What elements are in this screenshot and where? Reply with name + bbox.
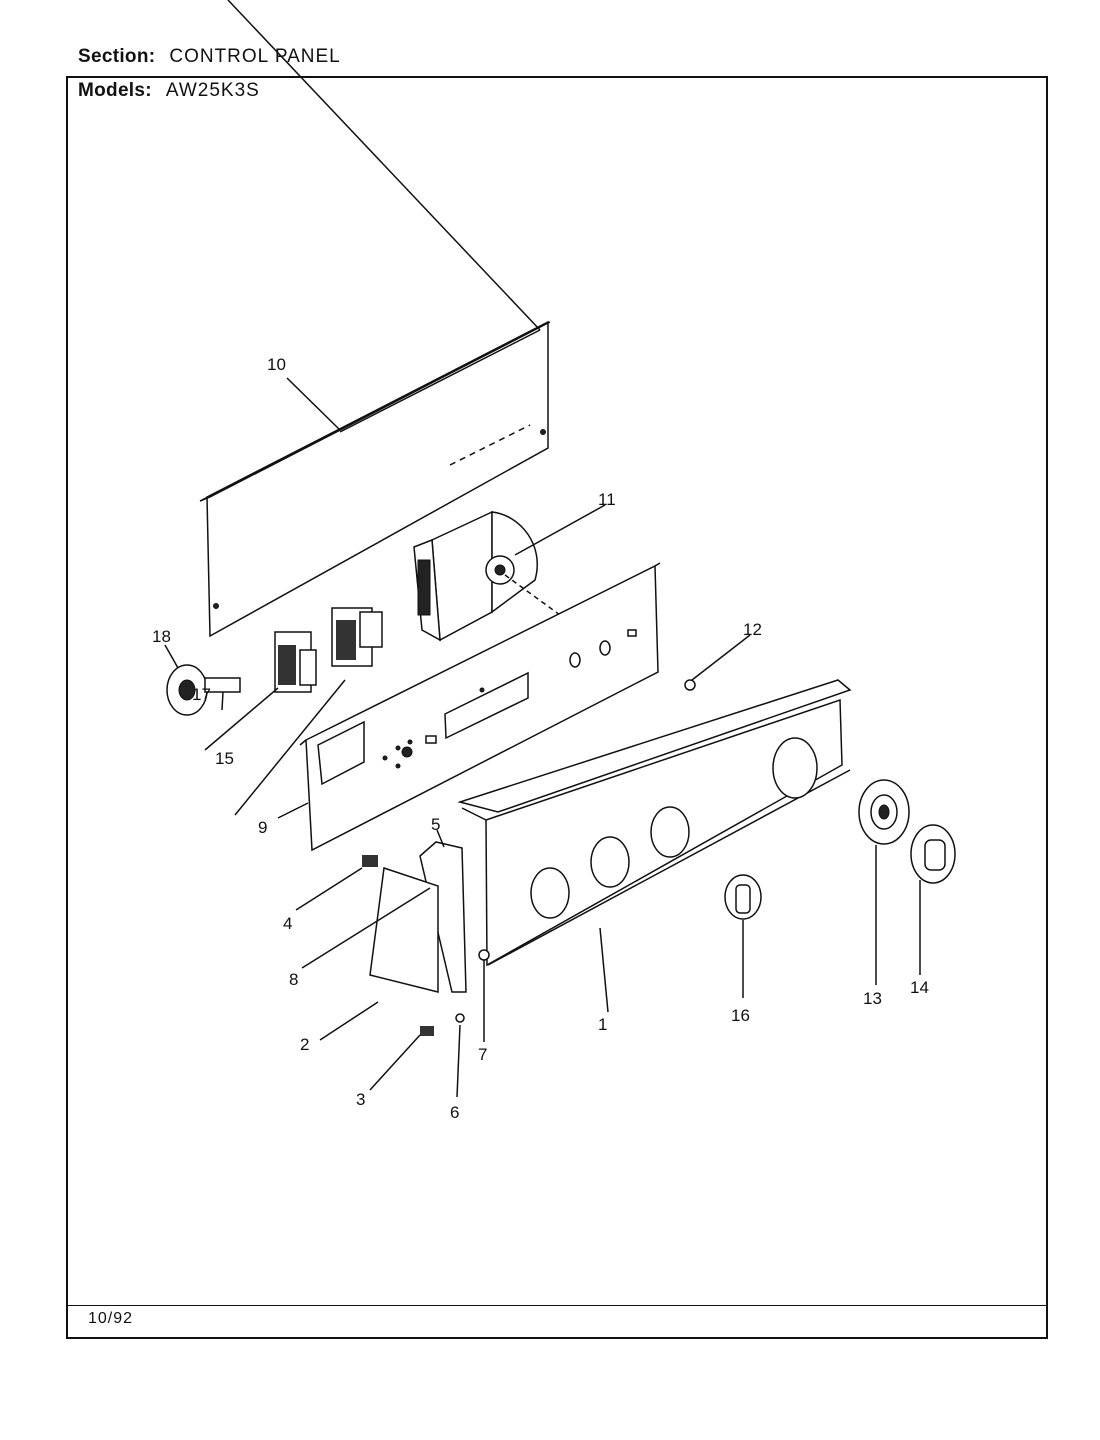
part-pressure-switch <box>166 664 241 716</box>
callout-9: 9 <box>258 818 267 837</box>
part-knob-14 <box>910 824 956 884</box>
diagram-frame <box>66 76 1048 1339</box>
models-header: Models: AW25K3S <box>78 80 260 102</box>
callout-5: 5 <box>431 815 440 834</box>
callouts: 1 2 3 4 5 6 7 8 9 10 11 12 13 14 15 16 1… <box>152 355 929 1122</box>
part-rear-panel <box>199 0 551 638</box>
callout-11: 11 <box>598 490 616 509</box>
callout-7: 7 <box>478 1045 487 1064</box>
callout-15: 15 <box>215 749 234 768</box>
callout-17: 17 <box>192 685 211 704</box>
footer-divider <box>66 1305 1048 1306</box>
callout-3: 3 <box>356 1090 365 1109</box>
section-header: Section: CONTROL PANEL <box>78 46 341 68</box>
callout-18: 18 <box>152 627 171 646</box>
callout-8: 8 <box>289 970 298 989</box>
callout-2: 2 <box>300 1035 309 1054</box>
models-label: Models: <box>78 80 152 101</box>
callout-14: 14 <box>910 978 929 997</box>
callout-1: 1 <box>598 1015 607 1034</box>
part-timer <box>413 510 561 642</box>
part-console-panel <box>299 562 661 852</box>
part-knob-13 <box>858 779 910 845</box>
leader-lines <box>164 377 921 1098</box>
part-end-cap <box>369 841 467 993</box>
part-hardware <box>362 679 696 1036</box>
callout-6: 6 <box>450 1103 459 1122</box>
part-control-console <box>457 679 852 967</box>
revision-date: 10/92 <box>88 1310 134 1327</box>
callout-4: 4 <box>283 914 292 933</box>
callout-13: 13 <box>863 989 882 1008</box>
part-switch-17 <box>274 631 317 693</box>
models-value: AW25K3S <box>165 80 260 101</box>
callout-10: 10 <box>267 355 286 374</box>
section-label: Section: <box>78 46 156 67</box>
part-knob-16 <box>724 874 762 920</box>
part-switch-15 <box>331 607 383 667</box>
section-value: CONTROL PANEL <box>169 46 341 67</box>
callout-12: 12 <box>743 620 762 639</box>
callout-16: 16 <box>731 1006 750 1025</box>
